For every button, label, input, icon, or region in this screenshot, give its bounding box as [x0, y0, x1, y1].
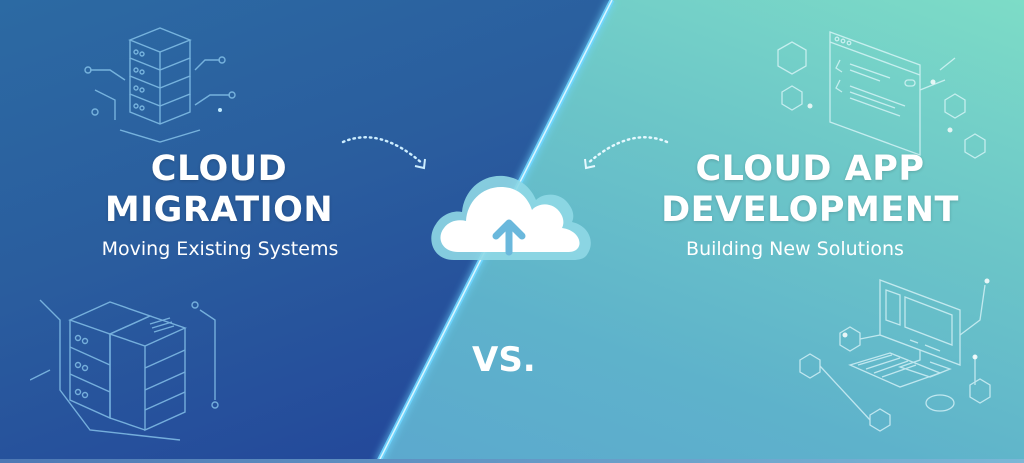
title-line-2: DEVELOPMENT [661, 190, 959, 230]
bottom-strip [0, 459, 1024, 463]
cloud-app-development-title: CLOUD APP DEVELOPMENT [640, 152, 980, 228]
cloud-app-development-subtitle: Building New Solutions [686, 238, 904, 260]
title-line-2: MIGRATION [104, 190, 334, 230]
cloud-migration-title: CLOUD MIGRATION [88, 152, 350, 228]
title-line-1: CLOUD APP [695, 149, 925, 189]
title-line-1: CLOUD [150, 149, 288, 189]
cloud-migration-subtitle: Moving Existing Systems [101, 238, 339, 260]
versus-label: VS. [472, 340, 536, 380]
cloud-upload-icon [431, 175, 591, 260]
